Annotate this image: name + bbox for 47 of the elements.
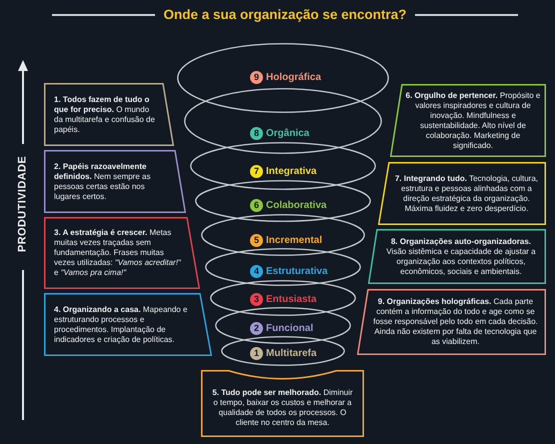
number-badge: 6 — [250, 198, 263, 212]
note-text: 6. Orgulho de pertencer. Propósito e valores inspiradores e cultura de inovação. Mindfulness e sustentabilidade. Alto nível de colaboração. Marketing de significado. — [405, 90, 541, 150]
level-ellipse — [215, 307, 351, 344]
level-label: Incremental — [266, 234, 322, 246]
level-label: Integrativa — [266, 164, 317, 178]
note-box — [44, 83, 174, 146]
note-box — [44, 150, 186, 213]
number-badge: 1 — [250, 346, 263, 360]
note-text: 7. Integrando tudo. Tecnologia, cultura, estrutura e pessoas alinhadas com a direção estratégica da organização. Máxima fluidez e zero desperdício. — [394, 174, 539, 214]
title: Onde a sua organização se encontra? — [163, 6, 407, 24]
number-badge: 4 — [250, 264, 263, 278]
note-box — [44, 217, 200, 289]
number-badge: 5 — [250, 234, 263, 246]
level-ellipse — [177, 43, 389, 113]
note-text: 3. A estratégia é crescer. Metas muitas vezes traçadas sem fundamentação. Frases muitas vezes utilizadas: "Vamos acreditar!" e "Vamos pra cima!" — [54, 228, 182, 278]
level-label: Estruturativa — [266, 264, 328, 278]
note-box — [44, 293, 212, 356]
number-badge: 8 — [250, 126, 263, 140]
axis-label: PRODUTIVIDADE — [16, 156, 30, 252]
level-ellipse — [210, 280, 356, 316]
note-text: 1. Todos fazem de tudo o que for preciso. O mundo da multitarefa e confusão de papéis. — [54, 94, 156, 134]
note-box — [378, 162, 546, 225]
level-label: Multitarefa — [266, 346, 317, 360]
level-label: Entusiasta — [266, 292, 317, 306]
level-ellipse — [190, 142, 376, 190]
note-text: 4. Organizando a casa. Mapeando e estruturando processos e procedimentos. Implantação de indicadores e criação de políticas. — [54, 304, 188, 344]
note-text: 8. Organizações auto-organizadoras. Visão sistêmica e capacidade de ajustar a organização aos contextos políticos, econômicos, sociais e ambientais. — [385, 236, 537, 276]
level-label: Holográfica — [266, 70, 322, 84]
number-badge: 9 — [250, 70, 263, 84]
note-text: 5. Tudo pode ser melhorado. Diminuir o tempo, baixar os custos e melhorar a qualidade de todos os processos. O cliente no centro da mesa. — [211, 388, 354, 428]
number-badge: 7 — [250, 164, 263, 178]
level-label: Funcional — [266, 322, 314, 334]
level-ellipse — [184, 88, 382, 154]
note-box — [201, 370, 364, 437]
note-text: 9. Organizações holográficas. Cada parte contém a informação do todo e age como se fosse responsável pelo todo em cada decisão. Ainda não existem por falta de tecnologia que as viabilizem. — [372, 297, 539, 347]
level-ellipse — [201, 214, 365, 256]
note-box — [390, 84, 546, 157]
number-badge: 3 — [250, 292, 263, 306]
number-badge: 2 — [250, 322, 263, 334]
level-label: Colaborativa — [266, 198, 327, 212]
note-box — [368, 229, 546, 284]
level-ellipse — [205, 248, 361, 286]
level-label: Orgânica — [266, 126, 310, 140]
note-box — [357, 289, 546, 355]
note-text: 2. Papéis razoavelmente definidos. Nem sempre as pessoas certas estão nos lugares certos. — [54, 162, 152, 202]
level-ellipse — [221, 336, 345, 366]
level-ellipse — [195, 180, 371, 222]
